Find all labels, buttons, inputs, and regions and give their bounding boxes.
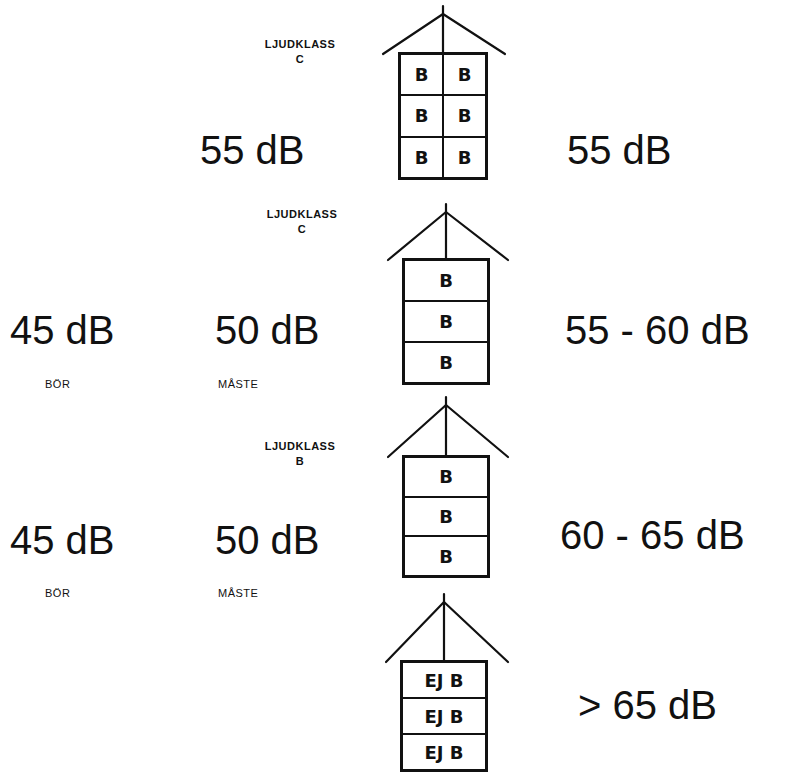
house-roof bbox=[388, 405, 508, 457]
noise-level: 55 dB bbox=[567, 128, 672, 172]
room-label: B bbox=[439, 270, 453, 291]
noise-level: > 65 dB bbox=[578, 683, 717, 727]
requirement-note: MÅSTE bbox=[218, 378, 258, 390]
room-box: B bbox=[404, 536, 488, 576]
room-label: B bbox=[415, 147, 429, 168]
noise-level: 55 - 60 dB bbox=[565, 308, 750, 352]
room-box: EJ B bbox=[402, 662, 486, 698]
room-label: EJ B bbox=[425, 742, 464, 763]
room-box: B bbox=[404, 342, 488, 383]
room-label: B bbox=[439, 506, 453, 527]
house-roof bbox=[388, 212, 508, 260]
room-box: B bbox=[404, 497, 488, 537]
room-label: B bbox=[439, 466, 453, 487]
requirement-note: MÅSTE bbox=[218, 587, 258, 599]
room-label: B bbox=[415, 105, 429, 126]
room-box: EJ B bbox=[402, 734, 486, 770]
room-box: B bbox=[404, 260, 488, 301]
room-label: B bbox=[439, 352, 453, 373]
room-label: B bbox=[458, 64, 472, 85]
room-label: B bbox=[458, 147, 472, 168]
room-label: B bbox=[439, 311, 453, 332]
house-outline: LJUDKLASS CBBB bbox=[402, 258, 490, 385]
room-label: EJ B bbox=[425, 670, 464, 691]
roof-ridge bbox=[445, 397, 447, 455]
noise-level: 50 dB bbox=[215, 518, 320, 562]
room-box: B bbox=[443, 137, 486, 178]
sound-class-label: LJUDKLASS C bbox=[267, 207, 338, 237]
requirement-note: BÖR bbox=[45, 587, 70, 599]
noise-level: 55 dB bbox=[200, 128, 305, 172]
house-outline: LJUDKLASS BBBB bbox=[402, 455, 490, 578]
room-label: B bbox=[439, 546, 453, 567]
noise-level: 45 dB bbox=[10, 518, 115, 562]
room-box: B bbox=[443, 54, 486, 95]
room-box: B bbox=[404, 457, 488, 497]
room-label: B bbox=[458, 105, 472, 126]
noise-level: 45 dB bbox=[10, 308, 115, 352]
room-box: B bbox=[400, 54, 443, 95]
house-roof bbox=[386, 602, 508, 662]
room-label: EJ B bbox=[425, 706, 464, 727]
room-label: B bbox=[415, 64, 429, 85]
sound-class-label: LJUDKLASS B bbox=[265, 439, 336, 469]
room-box: EJ B bbox=[402, 698, 486, 734]
requirement-note: BÖR bbox=[45, 378, 70, 390]
house-outline: LJUDKLASS CBBBBBB bbox=[398, 52, 488, 180]
room-box: B bbox=[404, 301, 488, 342]
roof-ridge bbox=[445, 204, 447, 258]
roof-ridge bbox=[443, 594, 445, 660]
noise-level: 60 - 65 dB bbox=[560, 513, 745, 557]
house-outline: EJ B EJ B EJ B bbox=[400, 660, 488, 772]
roof-ridge bbox=[442, 6, 444, 52]
room-box: B bbox=[400, 95, 443, 136]
sound-class-label: LJUDKLASS C bbox=[265, 37, 336, 67]
noise-level: 50 dB bbox=[215, 308, 320, 352]
room-box: B bbox=[443, 95, 486, 136]
room-box: B bbox=[400, 137, 443, 178]
